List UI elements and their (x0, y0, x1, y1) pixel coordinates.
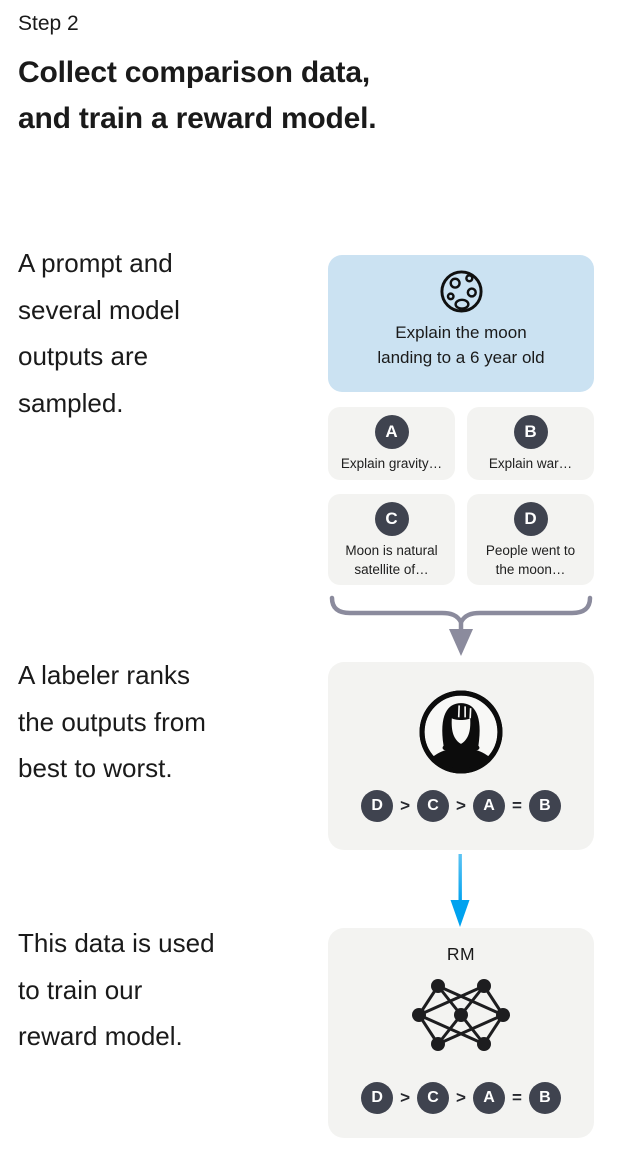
rank-chip: A (472, 790, 505, 822)
neural-network-icon (412, 979, 510, 1051)
output-caption: People went to the moon… (485, 543, 576, 577)
rank-chip: A (472, 1082, 505, 1114)
rank-chip: D (361, 790, 394, 822)
rank-chip: D (361, 1082, 394, 1114)
rank-operator: > (456, 796, 466, 815)
rm-label: RM (446, 944, 476, 964)
down-arrow-blue (450, 854, 470, 927)
output-letter-badge: A (374, 415, 409, 449)
output-card-c: C Moon is natural satellite of… (328, 494, 455, 585)
rank-chip: B (528, 1082, 561, 1114)
page-title: Collect comparison data, and train a rew… (18, 56, 377, 135)
output-caption: Explain gravity… (340, 456, 443, 471)
labeler-avatar-icon (419, 690, 503, 774)
labeler-card: D > C > A = B (328, 662, 594, 850)
labeler-ranking-row: D > C > A = B (361, 790, 561, 822)
rank-operator: > (456, 1088, 466, 1107)
rank-chip: C (417, 790, 450, 822)
reward-model-card: RM D > C > A = B (328, 928, 594, 1138)
rm-ranking-row: D > C > A = B (361, 1082, 561, 1114)
rank-operator: = (511, 1088, 522, 1107)
caption-sampling: A prompt and several model outputs are s… (18, 248, 180, 418)
rank-operator: > (400, 796, 411, 815)
rank-chip: C (417, 1082, 450, 1114)
prompt-text: Explain the moon landing to a 6 year old (377, 323, 545, 367)
gather-brace-arrow (329, 595, 593, 656)
step-label: Step 2 (18, 12, 79, 35)
caption-training: This data is used to train our reward mo… (18, 928, 215, 1051)
output-card-d: D People went to the moon… (467, 494, 594, 585)
prompt-card: Explain the moon landing to a 6 year old (328, 255, 594, 392)
moon-icon (439, 270, 483, 313)
output-letter-badge: C (374, 502, 409, 536)
output-letter-badge: D (513, 502, 548, 536)
output-letter-badge: B (513, 415, 548, 449)
output-card-b: B Explain war… (467, 407, 594, 480)
rank-operator: > (400, 1088, 411, 1107)
rank-chip: B (528, 790, 561, 822)
output-card-a: A Explain gravity… (328, 407, 455, 480)
output-caption: Explain war… (488, 456, 573, 471)
output-caption: Moon is natural satellite of… (345, 543, 438, 577)
rank-operator: = (511, 796, 522, 815)
caption-ranking: A labeler ranks the outputs from best to… (18, 660, 206, 783)
